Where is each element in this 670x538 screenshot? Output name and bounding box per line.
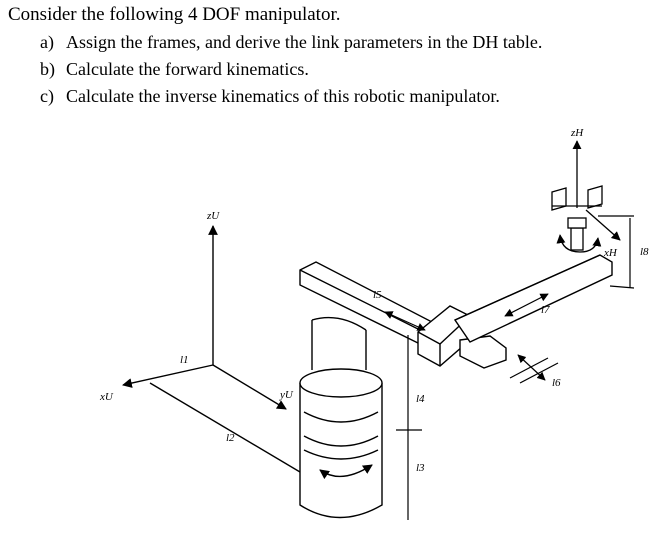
lower-slide <box>459 335 507 369</box>
label-xH: xH <box>603 247 618 259</box>
wrist-rotation-arrow <box>556 234 602 253</box>
dimension-lines <box>384 215 635 520</box>
xH-axis <box>585 209 621 241</box>
item-text: Calculate the forward kinematics. <box>66 59 309 79</box>
item-letter: b) <box>40 59 55 79</box>
label-zU: zU <box>206 210 220 222</box>
question-item-b: b) Calculate the forward kinematics. <box>40 56 542 83</box>
label-l3: l3 <box>416 462 425 474</box>
l2-dimension <box>149 382 301 473</box>
label-l1: l1 <box>180 354 189 366</box>
forearm <box>453 254 613 343</box>
frame-labels: zU xU yU zH xH <box>99 127 618 403</box>
question-list: a) Assign the frames, and derive the link… <box>40 29 542 110</box>
link-labels: l1 l2 l3 l4 l5 l6 l7 l8 <box>180 246 649 474</box>
label-l8: l8 <box>640 246 649 258</box>
arm-body <box>299 254 613 369</box>
end-effector <box>551 140 621 253</box>
base-frame <box>122 225 316 473</box>
item-text: Assign the frames, and derive the link p… <box>66 32 543 52</box>
question-title: Consider the following 4 DOF manipulator… <box>8 4 341 25</box>
question-item-c: c) Calculate the inverse kinematics of th… <box>40 83 542 110</box>
label-l5: l5 <box>373 289 382 301</box>
label-l2: l2 <box>226 432 235 444</box>
item-text: Calculate the inverse kinematics of this… <box>66 86 500 106</box>
label-l4: l4 <box>416 393 425 405</box>
item-letter: c) <box>40 86 54 106</box>
label-l7: l7 <box>541 304 550 316</box>
question-item-a: a) Assign the frames, and derive the link… <box>40 29 542 56</box>
label-xU: xU <box>99 391 114 403</box>
l5-arrow <box>384 311 426 331</box>
wrist-pin <box>570 227 584 251</box>
label-l6: l6 <box>552 377 561 389</box>
label-zH: zH <box>570 127 584 139</box>
item-letter: a) <box>40 32 54 52</box>
xU-axis <box>122 364 214 388</box>
l7-arrow <box>504 293 549 317</box>
l6-arrow <box>517 354 546 381</box>
label-yU: yU <box>279 389 294 401</box>
column-body <box>299 316 383 519</box>
base-rotation-arrow <box>319 464 373 480</box>
yU-axis <box>212 364 287 410</box>
